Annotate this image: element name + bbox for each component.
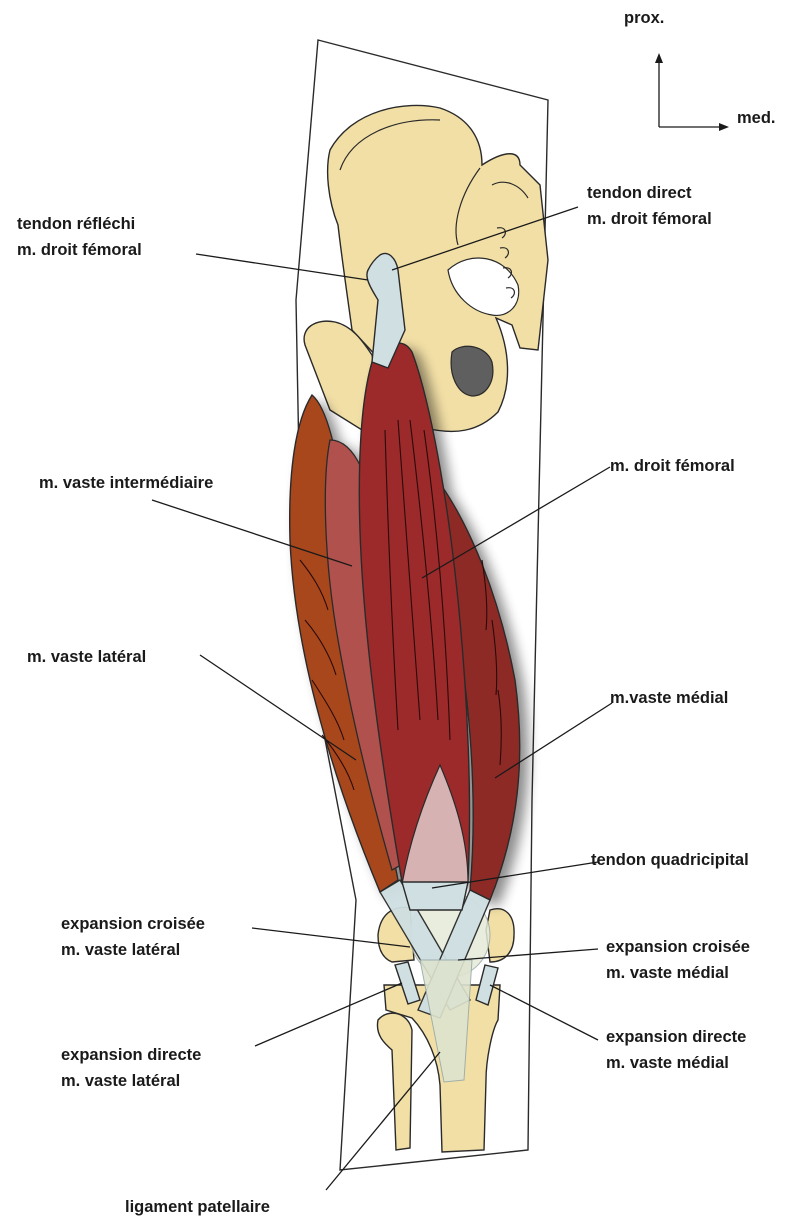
label-expansion-directe-lateral-2: m. vaste latéral (61, 1072, 180, 1090)
orientation-indicator (655, 53, 729, 131)
label-expansion-croisee-lateral-1: expansion croisée (61, 915, 205, 933)
label-expansion-croisee-lateral-2: m. vaste latéral (61, 941, 180, 959)
label-tendon-reflechi-1: tendon réfléchi (17, 215, 135, 233)
label-expansion-directe-medial-1: expansion directe (606, 1028, 746, 1046)
label-expansion-directe-lateral-1: expansion directe (61, 1046, 201, 1064)
label-droit-femoral: m. droit fémoral (610, 457, 735, 475)
label-expansion-croisee-medial-1: expansion croisée (606, 938, 750, 956)
label-vaste-intermediaire: m. vaste intermédiaire (39, 474, 213, 492)
label-vaste-medial: m.vaste médial (610, 689, 728, 707)
label-tendon-quadricipital: tendon quadricipital (591, 851, 749, 869)
label-tendon-reflechi-2: m. droit fémoral (17, 241, 142, 259)
label-ligament-patellaire: ligament patellaire (125, 1198, 270, 1216)
orientation-prox-label: prox. (624, 9, 664, 27)
label-tendon-direct-2: m. droit fémoral (587, 210, 712, 228)
label-vaste-lateral: m. vaste latéral (27, 648, 146, 666)
label-expansion-croisee-medial-2: m. vaste médial (606, 964, 729, 982)
label-tendon-direct-1: tendon direct (587, 184, 692, 202)
orientation-med-label: med. (737, 109, 776, 127)
label-expansion-directe-medial-2: m. vaste médial (606, 1054, 729, 1072)
